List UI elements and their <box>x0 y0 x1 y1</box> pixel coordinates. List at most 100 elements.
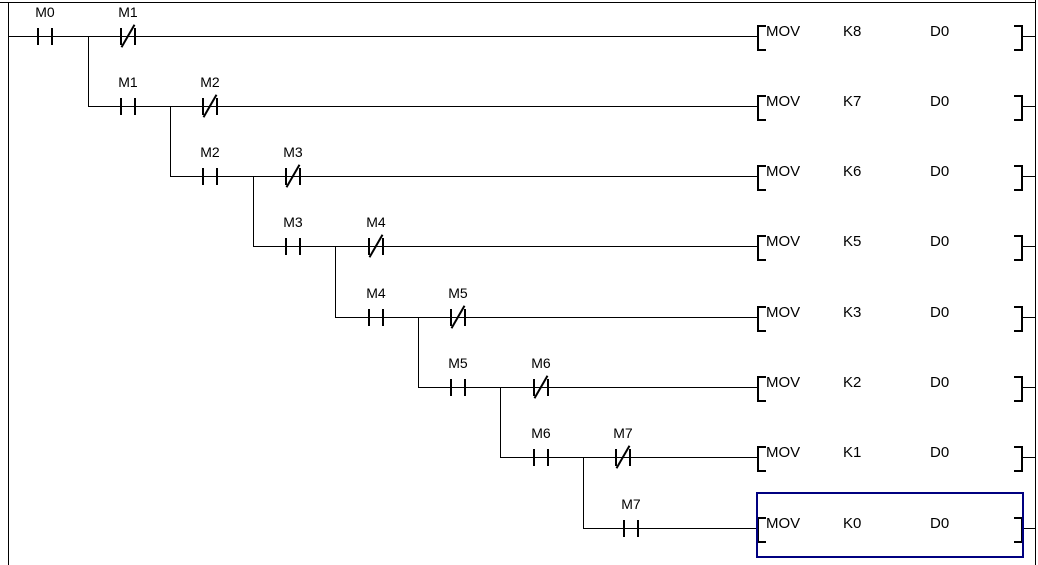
branch-wire <box>170 106 171 177</box>
instruction-left-bracket <box>757 446 766 472</box>
instruction-operand1: K2 <box>843 374 862 391</box>
rung-wire <box>500 457 757 458</box>
contact-bar <box>623 520 625 537</box>
instruction-op: MOV <box>766 93 801 110</box>
contact-bar <box>382 309 384 326</box>
instruction-operand2: D0 <box>930 304 950 321</box>
instruction-left-bracket <box>757 306 766 332</box>
contact-bar <box>629 449 631 466</box>
contact-label: M1 <box>118 74 138 90</box>
instruction-right-stub <box>1023 246 1035 247</box>
instruction-left-bracket <box>757 517 766 543</box>
contact-bar <box>464 309 466 326</box>
contact-bar <box>202 168 204 185</box>
contact-bar <box>637 520 639 537</box>
contact-bar <box>382 238 384 255</box>
contact-bar <box>51 28 53 45</box>
rung-wire <box>335 317 757 318</box>
instruction-operand1: K1 <box>843 444 862 461</box>
instruction-right-stub <box>1023 528 1035 529</box>
instruction-right-stub <box>1023 387 1035 388</box>
instruction-operand2: D0 <box>930 444 950 461</box>
contact-bar <box>464 379 466 396</box>
contact-bar <box>615 449 617 466</box>
instruction-right-bracket <box>1014 25 1023 51</box>
contact-bar <box>216 168 218 185</box>
contact-label: M2 <box>200 144 220 160</box>
contact-label: M1 <box>118 4 138 20</box>
instruction-right-bracket <box>1014 446 1023 472</box>
contact-bar <box>134 28 136 45</box>
instruction-operand2: D0 <box>930 515 950 532</box>
rung-wire <box>253 246 757 247</box>
rung-wire <box>88 106 757 107</box>
right-power-rail <box>1035 0 1036 565</box>
instruction-op: MOV <box>766 233 801 250</box>
instruction-right-bracket <box>1014 376 1023 402</box>
branch-wire <box>335 246 336 318</box>
contact-label: M4 <box>366 285 386 301</box>
instruction-operand1: K0 <box>843 515 862 532</box>
contact-label: M4 <box>366 214 386 230</box>
instruction-right-stub <box>1023 36 1035 37</box>
instruction-op: MOV <box>766 163 801 180</box>
contact-bar <box>299 168 301 185</box>
edit-cursor-selection-box <box>756 492 1024 558</box>
instruction-left-bracket <box>757 25 766 51</box>
contact-bar <box>285 238 287 255</box>
contact-bar <box>134 98 136 115</box>
contact-bar <box>450 379 452 396</box>
contact-bar <box>368 238 370 255</box>
instruction-right-stub <box>1023 176 1035 177</box>
contact-bar <box>547 379 549 396</box>
instruction-op: MOV <box>766 515 801 532</box>
left-power-rail <box>8 2 9 565</box>
instruction-left-bracket <box>757 165 766 191</box>
instruction-operand1: K3 <box>843 304 862 321</box>
instruction-op: MOV <box>766 23 801 40</box>
contact-bar <box>533 379 535 396</box>
branch-wire <box>418 317 419 388</box>
instruction-operand2: D0 <box>930 163 950 180</box>
contact-bar <box>533 449 535 466</box>
contact-bar <box>547 449 549 466</box>
branch-wire <box>583 457 584 529</box>
contact-label: M3 <box>283 144 303 160</box>
contact-bar <box>120 28 122 45</box>
contact-bar <box>285 168 287 185</box>
contact-label: M5 <box>448 355 468 371</box>
contact-label: M2 <box>200 74 220 90</box>
instruction-right-bracket <box>1014 306 1023 332</box>
contact-bar <box>216 98 218 115</box>
instruction-operand1: K7 <box>843 93 862 110</box>
instruction-right-bracket <box>1014 235 1023 261</box>
contact-label: M0 <box>35 4 55 20</box>
contact-label: M5 <box>448 285 468 301</box>
contact-label: M3 <box>283 214 303 230</box>
contact-label: M6 <box>531 355 551 371</box>
rung-wire <box>418 387 757 388</box>
contact-bar <box>299 238 301 255</box>
instruction-operand1: K6 <box>843 163 862 180</box>
instruction-op: MOV <box>766 374 801 391</box>
instruction-operand2: D0 <box>930 374 950 391</box>
contact-bar <box>120 98 122 115</box>
instruction-right-bracket <box>1014 165 1023 191</box>
instruction-left-bracket <box>757 376 766 402</box>
instruction-right-stub <box>1023 457 1035 458</box>
contact-bar <box>202 98 204 115</box>
branch-wire <box>88 36 89 107</box>
instruction-operand2: D0 <box>930 93 950 110</box>
instruction-right-stub <box>1023 106 1035 107</box>
instruction-right-stub <box>1023 317 1035 318</box>
contact-bar <box>450 309 452 326</box>
instruction-operand2: D0 <box>930 233 950 250</box>
branch-wire <box>500 387 501 458</box>
branch-wire <box>253 176 254 247</box>
rung-wire <box>583 528 757 529</box>
instruction-left-bracket <box>757 235 766 261</box>
instruction-operand1: K8 <box>843 23 862 40</box>
top-border-line <box>0 2 1036 3</box>
instruction-operand2: D0 <box>930 23 950 40</box>
